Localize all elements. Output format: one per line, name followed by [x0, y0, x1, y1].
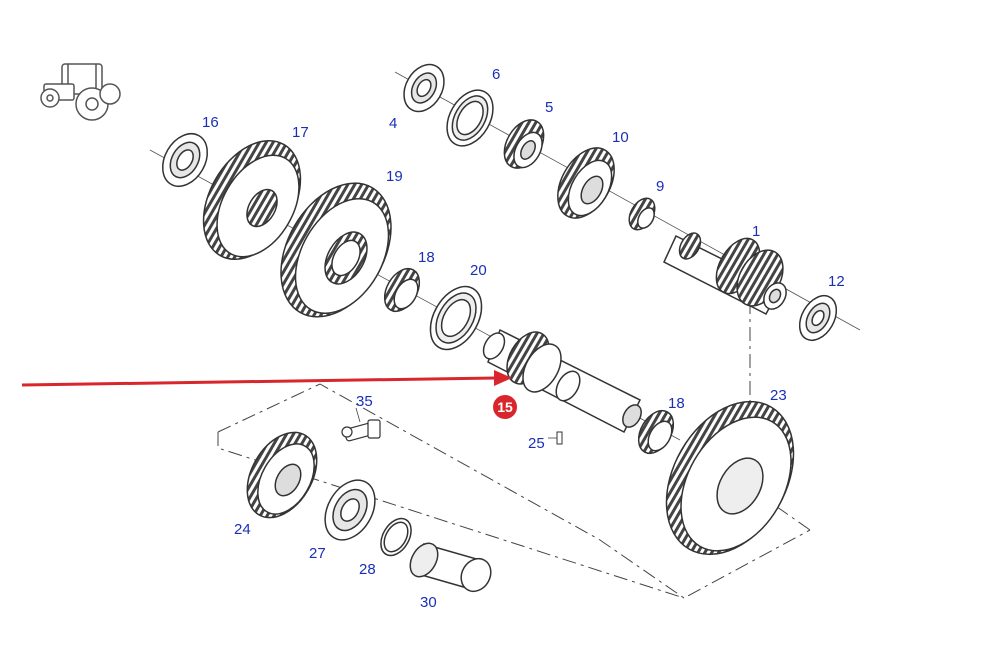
- label-part-12: 12: [828, 273, 845, 290]
- label-part-25: 25: [528, 435, 545, 452]
- label-part-20: 20: [470, 262, 487, 279]
- label-part-6: 6: [492, 66, 500, 83]
- gear-5: [503, 119, 545, 169]
- label-part-23: 23: [770, 387, 787, 404]
- label-part-18-lower: 18: [668, 395, 685, 412]
- label-part-10: 10: [612, 129, 629, 146]
- label-part-19: 19: [386, 168, 403, 185]
- snap-ring-28: [380, 517, 412, 557]
- label-part-15: 15: [497, 399, 513, 415]
- shaft-15: [482, 328, 642, 434]
- bearing-16: [161, 133, 209, 187]
- label-part-30: 30: [420, 594, 437, 611]
- sleeve-30: [409, 542, 492, 593]
- gear-10: [557, 147, 615, 219]
- gear-17: [202, 139, 302, 261]
- needle-bearing-18-upper: [383, 267, 421, 313]
- label-part-4: 4: [389, 115, 397, 132]
- label-part-18-upper: 18: [418, 249, 435, 266]
- bearing-12: [798, 294, 838, 342]
- leader-lines: [355, 407, 557, 439]
- bearing-4: [403, 63, 445, 113]
- sync-ring-6: [446, 89, 494, 147]
- label-part-1: 1: [752, 223, 760, 240]
- label-part-24: 24: [234, 521, 251, 538]
- label-part-28: 28: [359, 561, 376, 578]
- bearing-27: [324, 479, 376, 541]
- arrow-pointer: [21, 370, 512, 387]
- label-part-9: 9: [656, 178, 664, 195]
- gear-24: [246, 431, 318, 519]
- pin-25: [556, 431, 563, 445]
- label-part-27: 27: [309, 545, 326, 562]
- fitting-35: [341, 419, 381, 442]
- gear-23: [665, 400, 795, 556]
- tractor-icon: [40, 63, 121, 121]
- highlight-callout-15: 15: [493, 395, 517, 419]
- shaft-1: [663, 232, 787, 316]
- needle-bearing-9: [628, 197, 656, 231]
- label-part-5: 5: [545, 99, 553, 116]
- gear-19: [280, 182, 392, 318]
- label-part-16: 16: [202, 114, 219, 131]
- sync-ring-20: [429, 285, 483, 351]
- assembly-outline: [217, 300, 811, 599]
- needle-bearing-18-lower: [637, 409, 675, 455]
- label-part-17: 17: [292, 124, 309, 141]
- label-part-35: 35: [356, 393, 373, 410]
